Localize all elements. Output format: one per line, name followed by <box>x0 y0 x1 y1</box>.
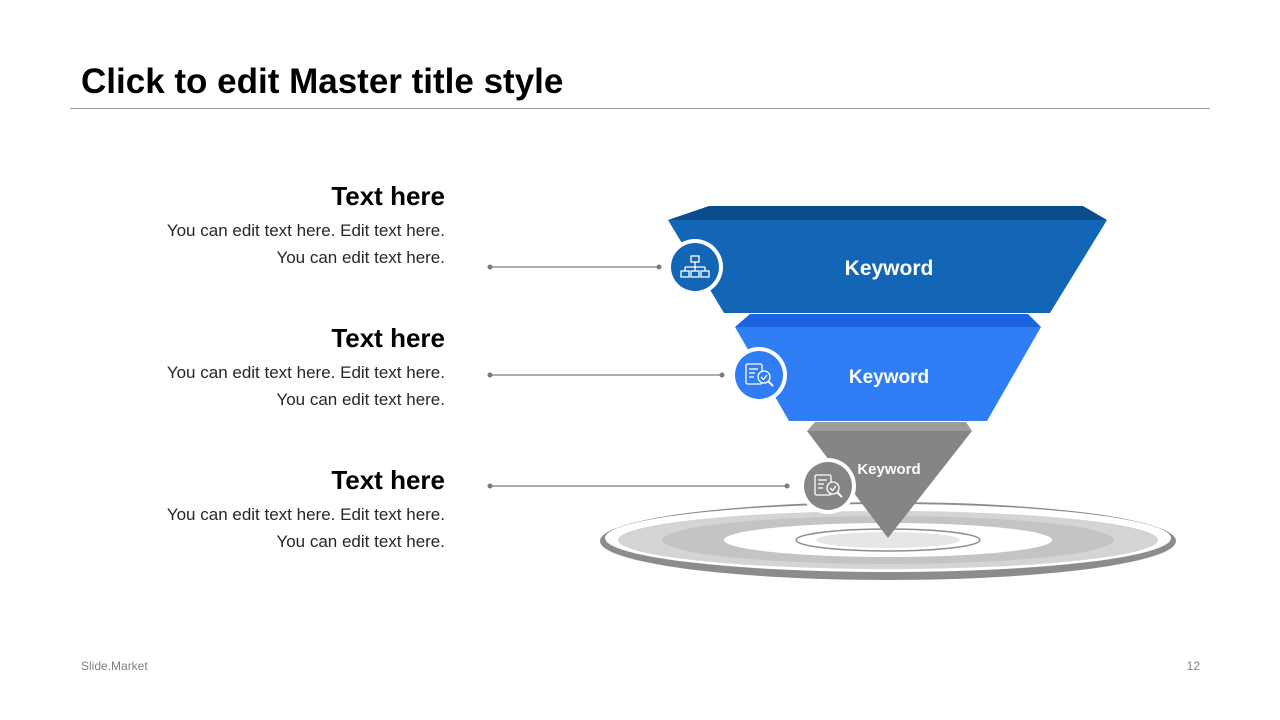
connector-dot <box>784 483 790 489</box>
text-block-heading: Text here <box>331 465 445 495</box>
funnel-level-3 <box>807 422 972 538</box>
organization-chart-icon <box>667 239 723 295</box>
connectors <box>487 264 790 489</box>
text-block-body-line1: You can edit text here. Edit text here. <box>166 221 445 240</box>
text-block-3: Text here You can edit text here. Edit t… <box>85 464 445 555</box>
connector-dot <box>487 264 493 270</box>
text-block-body-line2: You can edit text here. <box>276 248 445 267</box>
footer-brand: Slide.Market <box>81 659 148 673</box>
text-block-body-line1: You can edit text here. Edit text here. <box>166 505 445 524</box>
connector-dot <box>487 483 493 489</box>
text-block-2: Text here You can edit text here. Edit t… <box>85 322 445 413</box>
page-number: 12 <box>1186 659 1200 673</box>
document-search-icon <box>800 458 856 514</box>
target-rings <box>600 502 1176 580</box>
text-block-body-line2: You can edit text here. <box>276 390 445 409</box>
text-block-body-line2: You can edit text here. <box>276 532 445 551</box>
connector-dot <box>656 264 662 270</box>
text-block-heading: Text here <box>331 181 445 211</box>
document-search-icon <box>731 347 787 403</box>
target-bullseye <box>816 532 960 548</box>
text-block-1: Text here You can edit text here. Edit t… <box>85 180 445 271</box>
text-block-heading: Text here <box>331 323 445 353</box>
slide-title: Click to edit Master title style <box>81 62 564 101</box>
funnel-keyword-3: Keyword <box>857 461 920 478</box>
funnel-keyword-2: Keyword <box>849 367 929 388</box>
connector-dot <box>719 372 725 378</box>
connector-dot <box>487 372 493 378</box>
funnel-level-1 <box>668 206 1107 313</box>
text-block-body-line1: You can edit text here. Edit text here. <box>166 363 445 382</box>
title-divider <box>70 108 1210 109</box>
funnel-keyword-1: Keyword <box>845 257 934 280</box>
funnel-level-2 <box>735 314 1041 421</box>
